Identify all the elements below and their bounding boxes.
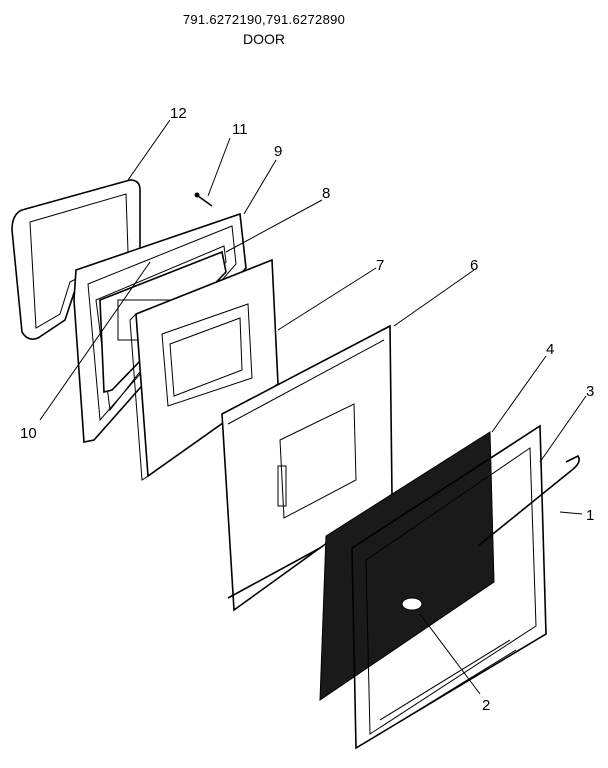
- callout-9: 9: [274, 143, 282, 160]
- part-1-handle: [477, 454, 580, 547]
- callout-10: 11: [232, 121, 248, 138]
- leader-lines: [39, 119, 587, 695]
- diagram-header: 791.6272190,791.6272890 DOOR: [0, 12, 608, 47]
- callout-12: 12: [170, 105, 187, 122]
- callout-11: 10: [20, 425, 37, 442]
- part-3-outer-frame: [351, 424, 547, 750]
- callout-1: 1: [586, 507, 594, 524]
- callout-8: 8: [322, 185, 330, 202]
- callouts: 12 11 9 8 7 6 4 3 1 2 10: [20, 105, 594, 714]
- callout-3: 3: [586, 383, 594, 400]
- callout-2: 2: [482, 697, 490, 714]
- diagram-title: DOOR: [243, 31, 285, 47]
- part-4-insulation: [319, 431, 495, 701]
- model-numbers: 791.6272190,791.6272890: [182, 12, 346, 27]
- callout-6: 6: [470, 257, 478, 274]
- part-10-screw: [194, 192, 213, 207]
- callout-7: 7: [376, 257, 384, 274]
- callout-4: 4: [546, 341, 554, 358]
